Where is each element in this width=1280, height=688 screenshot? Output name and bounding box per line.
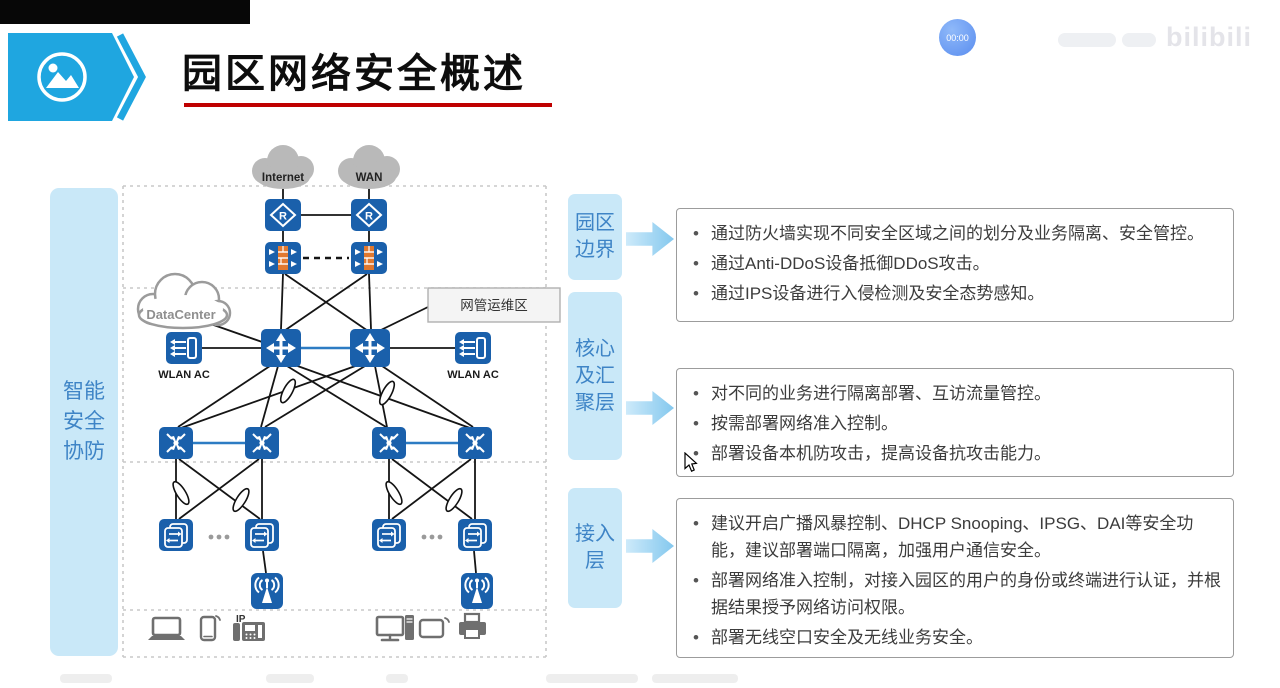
core-switch-icon	[348, 327, 392, 369]
footer-remnant	[546, 674, 638, 683]
wlan-ac-icon	[454, 331, 492, 365]
footer-remnant	[652, 674, 738, 683]
note-item: 部署设备本机防攻击，提高设备抗攻击能力。	[685, 440, 1221, 467]
notes-access: 建议开启广播风暴控制、DHCP Snooping、IPSG、DAI等安全功能，建…	[676, 498, 1234, 658]
more-switches-dots	[208, 534, 443, 540]
agg-switch-icon	[457, 426, 493, 460]
access-point-icon	[460, 572, 494, 610]
agg-switch-icon	[371, 426, 407, 460]
svg-text:DataCenter: DataCenter	[146, 307, 215, 322]
timer-text: 00:00	[946, 32, 969, 43]
title-underline	[184, 103, 552, 107]
agg-switch-icon	[158, 426, 194, 460]
link-agg-ellipse	[169, 478, 193, 508]
layer-label-access: 接入 层	[568, 488, 622, 608]
player-timer-bubble[interactable]: 00:00	[939, 19, 976, 56]
link-agg-ellipse	[382, 478, 406, 508]
router-icon	[264, 198, 302, 232]
svg-text:网管运维区: 网管运维区	[460, 298, 528, 313]
wlan-ac-label: WLAN AC	[158, 369, 210, 381]
layer-label-campus-border: 园区 边界	[568, 194, 622, 280]
access-switch-icon	[457, 518, 493, 552]
agg-switch-icon	[244, 426, 280, 460]
wlan-ac-label: WLAN AC	[447, 369, 499, 381]
smartphone-icon	[199, 615, 221, 642]
access-point-icon	[250, 572, 284, 610]
note-item: 按需部署网络准入控制。	[685, 410, 1221, 437]
svg-text:WAN: WAN	[356, 172, 383, 184]
sidebar-intelligent-security: 智能 安全 协防	[50, 188, 118, 656]
bilibili-watermark: bilibili	[1166, 22, 1252, 52]
arrow-core-aggregation	[626, 391, 674, 425]
firewall-icon	[264, 241, 302, 275]
laptop-icon	[148, 616, 185, 640]
note-item: 对不同的业务进行隔离部署、互访流量管控。	[685, 380, 1221, 407]
svg-text:Internet: Internet	[262, 172, 304, 184]
access-switch-icon	[244, 518, 280, 552]
access-switch-icon	[158, 518, 194, 552]
end-devices: IP	[148, 612, 486, 642]
mouse-cursor	[684, 452, 698, 473]
title-banner	[8, 33, 146, 121]
note-item: 通过Anti-DDoS设备抵御DDoS攻击。	[685, 250, 1221, 277]
arrow-access	[626, 529, 674, 563]
link-agg-ellipse	[277, 376, 299, 406]
footer-remnant	[386, 674, 408, 683]
printer-icon	[459, 612, 486, 639]
wan-cloud: WAN	[338, 145, 400, 189]
note-item: 部署网络准入控制，对接入园区的用户的身份或终端进行认证，并根据结果授予网络访问权…	[685, 567, 1221, 621]
note-item: 建议开启广播风暴控制、DHCP Snooping、IPSG、DAI等安全功能，建…	[685, 510, 1221, 564]
note-item: 通过IPS设备进行入侵检测及安全态势感知。	[685, 280, 1221, 307]
banner-chevron	[116, 33, 146, 121]
notes-campus-border: 通过防火墙实现不同安全区域之间的划分及业务隔离、安全管控。 通过Anti-DDo…	[676, 208, 1234, 322]
blue-stack-links	[193, 346, 458, 445]
network-topology-diagram: R	[122, 145, 561, 658]
mgmt-zone-box: 网管运维区	[427, 287, 561, 323]
ip-phone-icon: IP	[233, 614, 265, 641]
note-item: 部署无线空口安全及无线业务安全。	[685, 624, 1221, 651]
sidebar-label: 智能 安全 协防	[63, 380, 105, 463]
uploader-watermark-smudge	[1122, 33, 1156, 47]
footer-remnant	[60, 674, 112, 683]
top-black-bar	[0, 0, 250, 24]
note-item: 通过防火墙实现不同安全区域之间的划分及业务隔离、安全管控。	[685, 220, 1221, 247]
core-switch-icon	[259, 327, 303, 369]
uploader-watermark-smudge	[1058, 33, 1116, 47]
footer-remnant	[266, 674, 314, 683]
notes-core-aggregation: 对不同的业务进行隔离部署、互访流量管控。 按需部署网络准入控制。 部署设备本机防…	[676, 368, 1234, 477]
page-title: 园区网络安全概述	[182, 52, 526, 96]
internet-cloud: Internet	[252, 145, 314, 189]
tablet-icon	[418, 617, 450, 639]
desktop-pc-icon	[375, 615, 414, 642]
firewall-icon	[350, 241, 388, 275]
access-switch-icon	[371, 518, 407, 552]
svg-text:IP: IP	[236, 614, 246, 625]
wlan-ac-icon	[165, 331, 203, 365]
image-icon	[37, 52, 87, 102]
layer-label-core-aggregation: 核心 及汇 聚层	[568, 292, 622, 460]
datacenter-cloud: DataCenter	[136, 272, 232, 330]
network-links	[175, 189, 477, 574]
router-icon	[350, 198, 388, 232]
arrow-campus-border	[626, 222, 674, 256]
